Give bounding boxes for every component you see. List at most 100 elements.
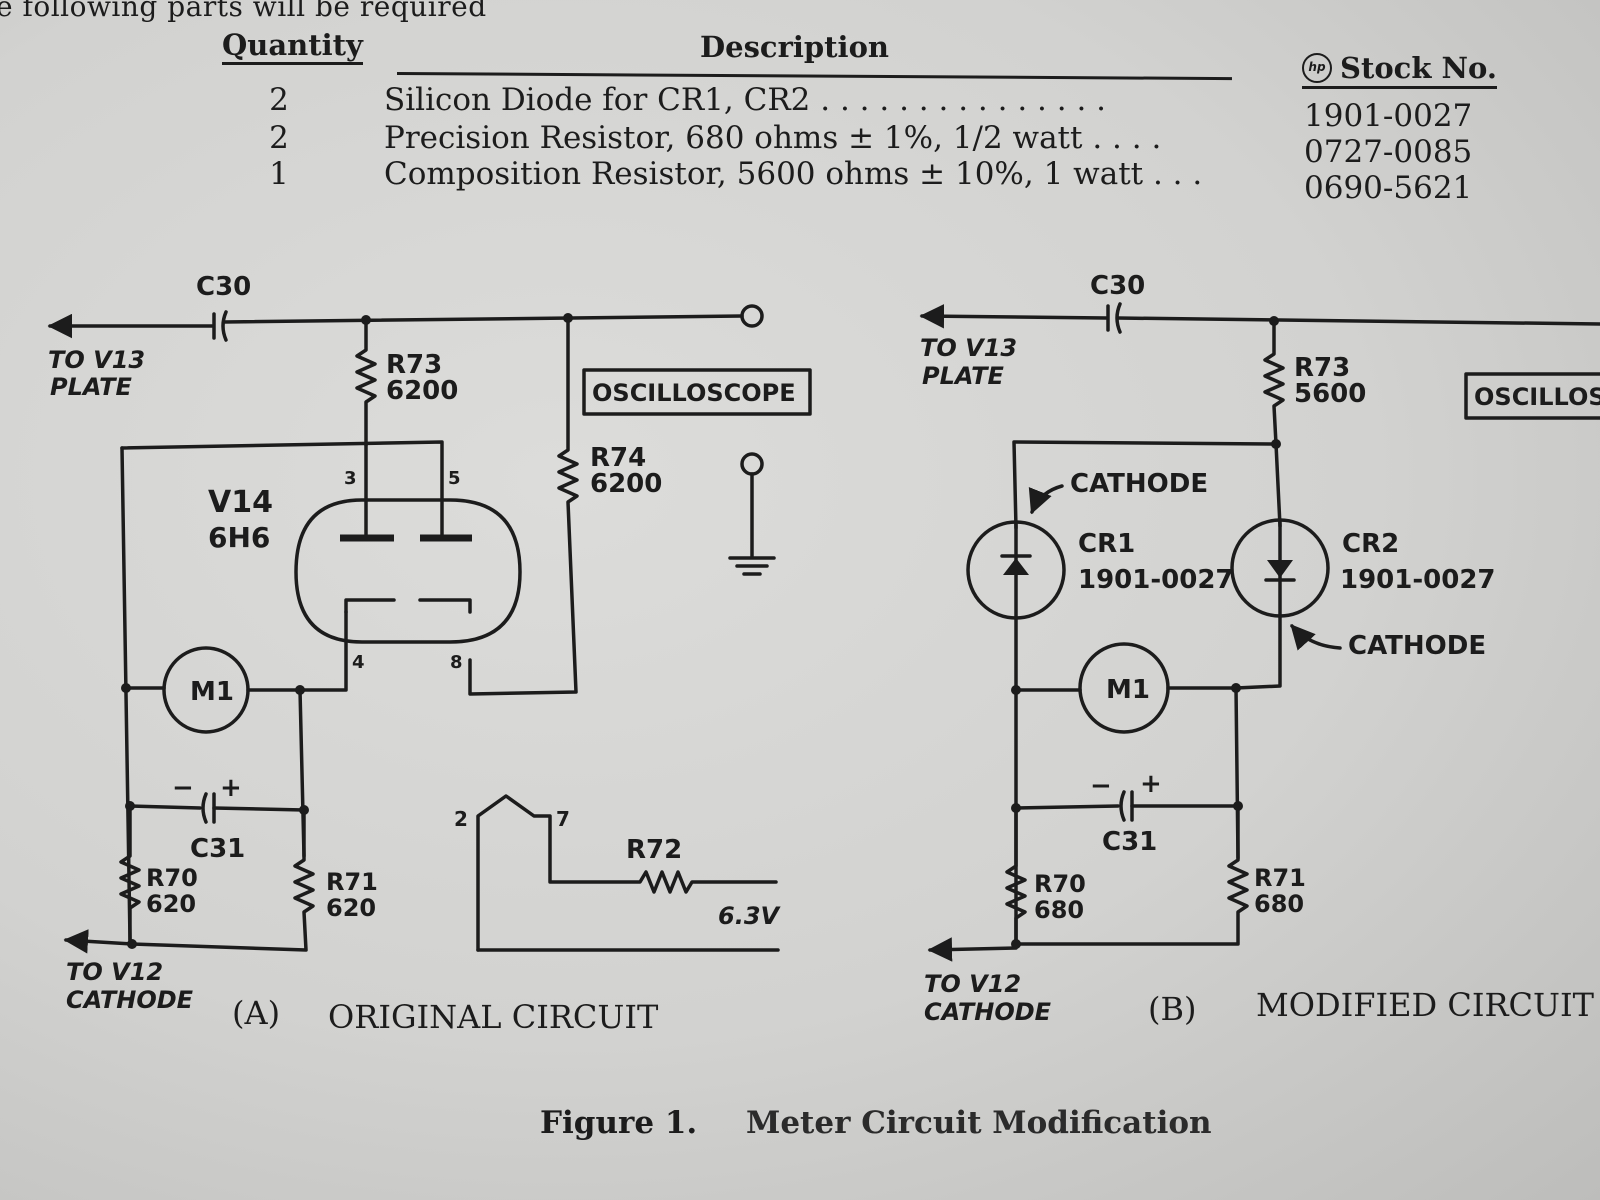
cathode-label-b: CATHODE <box>924 998 1052 1026</box>
r72-label: R72 <box>626 835 682 865</box>
resistor-r73 <box>355 318 377 447</box>
to-v12-label: TO V12 <box>66 958 163 986</box>
r73-value-b: 5600 <box>1294 379 1366 409</box>
plate-label-b: PLATE <box>922 362 1005 390</box>
oscilloscope-box <box>582 368 812 416</box>
r70-name-b: R70 <box>1034 870 1086 898</box>
wire <box>246 610 348 692</box>
vacuum-tube-v14 <box>294 498 522 644</box>
c31-minus: − <box>172 773 194 803</box>
oscilloscope-box-b <box>1464 372 1600 420</box>
row-quantity: 2 <box>269 82 289 118</box>
resistor-r73-b <box>1263 319 1285 446</box>
r70-value-b: 680 <box>1034 896 1084 924</box>
row-description: Precision Resistor, 680 ohms ± 1%, 1/2 w… <box>384 120 1162 156</box>
original-caption: ORIGINAL CIRCUIT <box>328 998 659 1036</box>
wire <box>927 937 1018 962</box>
wire <box>1012 440 1278 530</box>
cr1-name: CR1 <box>1078 529 1135 559</box>
hp-logo-icon: hp <box>1302 53 1332 83</box>
modified-caption: MODIFIED CIRCUIT <box>1256 986 1595 1024</box>
resistor-r74 <box>468 316 579 696</box>
cathode-label: CATHODE <box>66 986 194 1014</box>
quantity-header: Quantity <box>222 28 363 65</box>
r74-name: R74 <box>590 443 646 473</box>
pin-2: 2 <box>454 807 468 831</box>
row-stock: 0690-5621 <box>1304 170 1473 206</box>
description-header: Description <box>700 30 889 64</box>
to-v13-label-b: TO V13 <box>920 334 1017 362</box>
letter-b: (B) <box>1148 990 1196 1028</box>
diode-cr2 <box>1230 518 1330 618</box>
capacitor-c31 <box>128 792 306 824</box>
resistor-r71 <box>130 808 315 952</box>
intro-text: e following parts will be required <box>0 0 487 23</box>
resistor-r70-b <box>1005 806 1027 946</box>
c31-label: C31 <box>190 834 245 864</box>
stock-header-label: Stock No. <box>1340 51 1497 85</box>
original-circuit: C30 TO V13 PLATE R73 6200 OSCILLOSCOPE R… <box>47 272 812 1036</box>
heater-voltage: 6.3V <box>718 902 782 930</box>
cr2-part: 1901-0027 <box>1340 565 1496 595</box>
c31-label-b: C31 <box>1102 827 1157 857</box>
meter-label: M1 <box>190 677 234 707</box>
tube-name: V14 <box>208 485 273 520</box>
wire <box>919 303 1108 329</box>
pin-8: 8 <box>450 652 463 673</box>
letter-a: (A) <box>232 994 280 1032</box>
r73-value: 6200 <box>386 376 458 406</box>
r73-name-b: R73 <box>1294 353 1350 383</box>
diode-cr1 <box>966 520 1066 620</box>
row-quantity: 1 <box>269 156 289 192</box>
c31-plus: + <box>220 773 242 803</box>
capacitor-c31-b <box>1014 790 1240 822</box>
figure-title: Meter Circuit Modification <box>746 1105 1212 1141</box>
cathode-pointer <box>1028 484 1064 515</box>
cathode-top-label: CATHODE <box>1070 469 1208 499</box>
plate-label: PLATE <box>50 373 133 401</box>
wire <box>63 929 134 954</box>
row-stock: 1901-0027 <box>1304 98 1473 134</box>
pin-3: 3 <box>344 468 357 489</box>
pin-7: 7 <box>556 807 570 831</box>
capacitor-c30 <box>212 310 228 342</box>
cathode-bottom-label: CATHODE <box>1348 631 1486 661</box>
cathode-pointer <box>1290 624 1342 651</box>
r71-value-b: 680 <box>1254 890 1304 918</box>
r71-name: R71 <box>326 868 378 896</box>
wire <box>1234 614 1282 690</box>
row-description: Composition Resistor, 5600 ohms ± 10%, 1… <box>384 156 1203 192</box>
meter-label-b: M1 <box>1106 675 1150 705</box>
heater-r72 <box>476 794 778 952</box>
c30-label-b: C30 <box>1090 271 1145 301</box>
r70-value: 620 <box>146 890 196 918</box>
r71-name-b: R71 <box>1254 864 1306 892</box>
wire <box>222 314 744 324</box>
c30-label: C30 <box>196 272 251 302</box>
oscilloscope-label-b: OSCILLOSCOPE <box>1474 383 1600 411</box>
to-v13-label: TO V13 <box>48 346 145 374</box>
c31-plus-b: + <box>1140 769 1162 799</box>
stock-header: hp Stock No. <box>1302 50 1497 89</box>
pin-4: 4 <box>352 652 365 673</box>
to-v12-label-b: TO V12 <box>924 970 1021 998</box>
row-description: Silicon Diode for CR1, CR2 . . . . . . .… <box>384 82 1107 118</box>
r71-value: 620 <box>326 894 376 922</box>
wire <box>120 440 444 537</box>
r70-name: R70 <box>146 864 198 892</box>
oscilloscope-label: OSCILLOSCOPE <box>592 379 796 407</box>
resistor-r70 <box>119 804 141 942</box>
resistor-r71-b <box>1014 804 1249 946</box>
cr2-name: CR2 <box>1342 529 1399 559</box>
r74-value: 6200 <box>590 469 662 499</box>
figure-number: Figure 1. <box>540 1105 698 1141</box>
row-stock: 0727-0085 <box>1304 134 1473 170</box>
oscilloscope-terminal <box>740 304 764 328</box>
wire <box>1274 442 1282 528</box>
r73-name: R73 <box>386 350 442 380</box>
tube-type: 6H6 <box>208 521 270 554</box>
c31-minus-b: − <box>1090 771 1112 801</box>
wire <box>1116 316 1600 326</box>
row-quantity: 2 <box>269 120 289 156</box>
